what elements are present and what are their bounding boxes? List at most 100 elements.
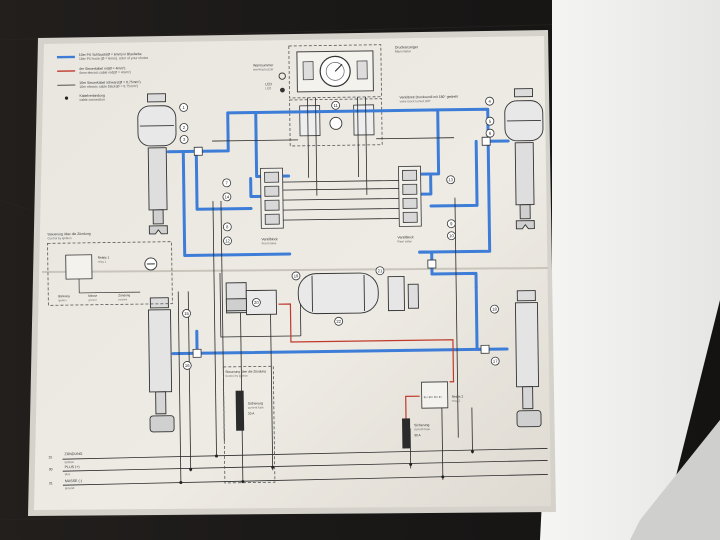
rail-ignition-name: ZÜNDUNG [64,452,82,456]
ctrl2-sublabel: Control by ignition [225,374,248,378]
air-tank [297,272,379,315]
callout-3: 3 [179,135,189,144]
legend-label-signal: 10er Steuerkabel schwarz(Ø = 0,75mm²) [79,80,140,85]
strut-rod [152,209,164,225]
callout-16: 16 [182,361,192,370]
inset-b-label: Masse [88,294,97,298]
strut-body [147,147,168,211]
strut-top-mount [513,88,533,98]
air-lines [166,107,510,356]
legend-sublabel-joint: cable connection [80,98,106,102]
air-fittings [192,136,491,358]
control-label: Steuerung über die Zündung [47,232,90,237]
inset-frame [47,241,173,306]
legend-sublabel-air: 10er PU hose (Ø = 6mm), color of your ch… [79,56,148,61]
callout-9: 9 [446,219,456,229]
valve-note-sublabel: valve block turned 180° [400,99,432,103]
led-sublabel: LED [265,86,272,90]
valve-block-right-frame [398,165,422,227]
callout-19: 19 [291,271,301,281]
fuse2-sublabel: current fuse [414,427,430,431]
air-line-rear-bus [195,347,487,355]
warning-unit-label: Warnsummer [253,63,274,67]
valve-left-sublabel: Front valve [262,241,277,245]
wire-cross-2 [280,188,403,191]
fuse2-value: 30 A [414,433,421,437]
rail-ground-name: MASSE (-) [65,479,82,483]
callout-18: 18 [490,304,499,314]
legend-label-joint: Kabelverbindung [79,94,105,98]
svg-text:18: 18 [492,307,497,312]
control-sublabel: Control by ignition [47,236,71,240]
valve-right-label: Ventilblock [397,235,414,239]
fuse-20a [235,390,245,431]
junction-dot [271,465,275,469]
diagram-content: 10er PU Schlauch(Ø = 6mm) in Blaufarbe 1… [47,44,548,490]
air-line-front-left [166,110,258,154]
gauge-panel: Druckanzeiger Manometer [288,44,419,99]
wire-left-drop [212,201,217,458]
wire-top-frame [212,139,299,142]
callout-10: 10 [447,231,456,241]
callout-7: 7 [222,178,232,188]
rail-ground-sub: ground [65,486,75,490]
svg-text:14: 14 [225,194,230,199]
svg-text:17: 17 [493,359,498,364]
valve-coil [402,211,418,223]
strut-body [514,302,540,388]
junction-dot [470,449,474,453]
valve-right-sublabel: Rear valve [398,239,413,243]
inset-ignition-control: Steuerung über die Zündung Control by ig… [47,232,173,306]
air-line-left-inner [194,149,253,211]
wire-cross-1 [280,180,403,183]
compressor-head [225,298,247,312]
warning-buzzer-icon [278,72,286,80]
air-dryer [387,275,419,312]
air-line-right-outer [418,139,492,254]
wire-v-6 [441,397,444,480]
air-line-tank-link [430,271,478,289]
relay-2-label: Relais 2 [452,395,464,399]
svg-text:9: 9 [450,221,453,226]
svg-text:3: 3 [183,137,186,142]
air-strut-rear-right [514,290,542,428]
relay-1-box [65,254,93,280]
svg-text:11: 11 [333,103,338,108]
wire-cross-3 [280,198,403,201]
t-fitting [480,344,490,354]
warning-unit: Warnsummer warning buzzer LED LED [253,63,286,93]
strut-rod [519,204,531,220]
valve-block-left-frame [260,167,284,229]
led-label: LED [265,82,272,86]
inset-b-sub: ground [88,298,97,302]
valve-block-right: Ventilblock Rear valve [397,165,422,243]
valve-coil [264,199,280,211]
svg-text:6: 6 [489,131,492,136]
gauge-panel-sublabel: Manometer [395,49,412,53]
callout-14: 14 [222,192,232,202]
inset-c-sub: positive [118,297,127,301]
svg-text:21: 21 [378,268,383,273]
svg-text:19: 19 [294,273,299,278]
junction-dot [189,467,193,471]
inset-a-label: Blinkung [58,294,70,298]
strut-rod [155,391,167,415]
wire-gauge-down-b [315,97,318,196]
svg-text:5: 5 [489,119,492,124]
wire-cross-4 [281,208,404,211]
air-line-top-loop [254,110,291,178]
wire-cross-5 [281,218,404,221]
sheet-shadow [630,420,720,540]
gauge-panel-outline [288,44,382,99]
valve-coil [402,169,418,181]
control-box-outline [289,98,383,147]
callout-2: 2 [179,123,189,132]
wire-top-frame-r [376,137,455,140]
junction-dot [441,475,445,479]
water-trap [407,283,419,309]
relay-2-box [421,381,449,409]
svg-text:2: 2 [183,125,186,130]
strut-top-mount [147,93,167,103]
gauge-switch-left [302,61,314,81]
